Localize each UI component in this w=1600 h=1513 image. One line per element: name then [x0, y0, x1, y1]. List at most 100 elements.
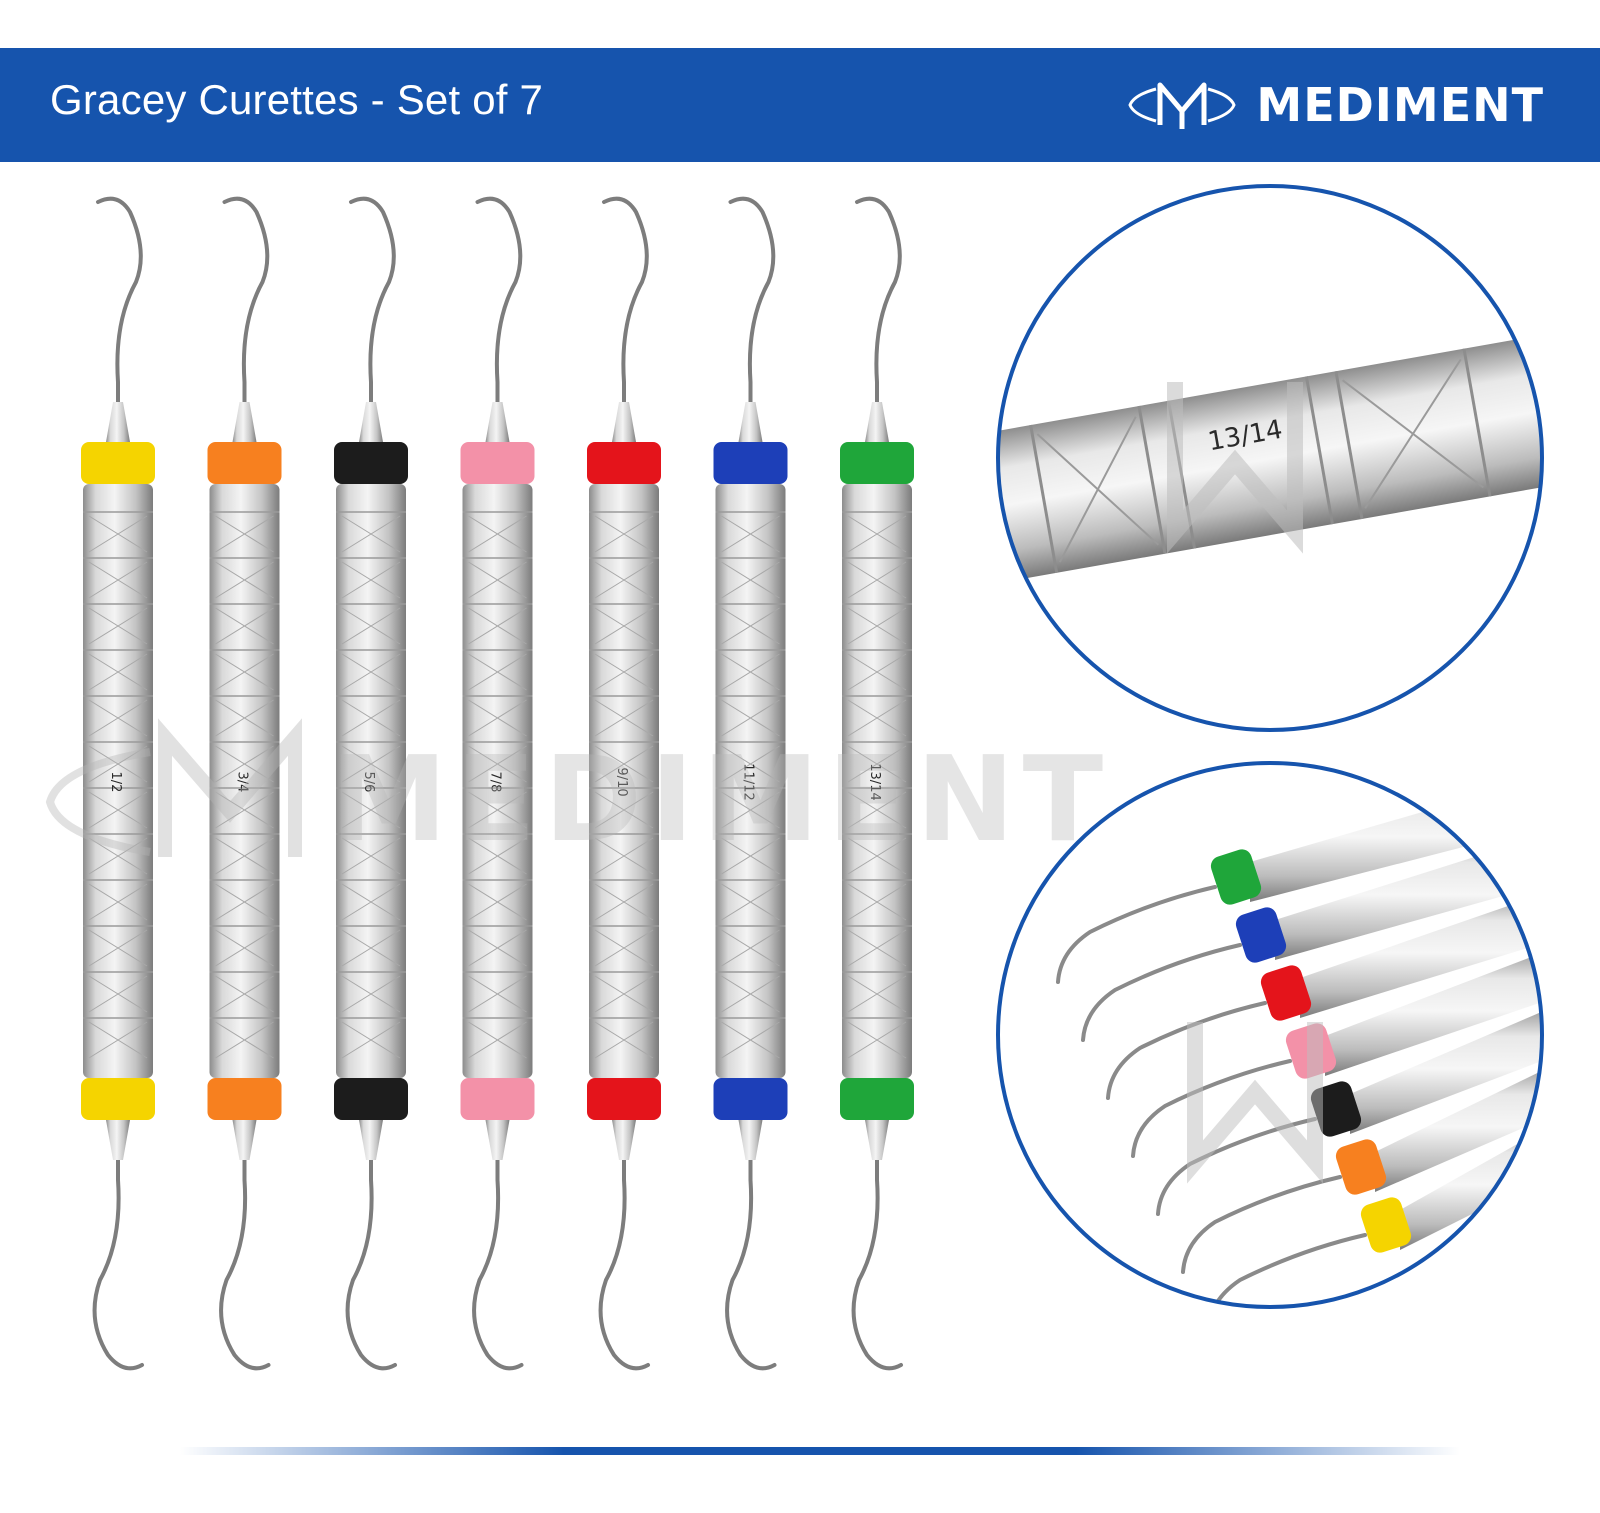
engraving: [215, 837, 274, 875]
instrument-label: 13/14: [867, 763, 882, 800]
instrument-4: 7/8: [460, 196, 535, 1371]
engraving: [88, 883, 148, 921]
engraving: [88, 607, 148, 645]
zoom-handle: [1375, 1062, 1542, 1192]
engraving: [721, 515, 780, 553]
engraving: [215, 745, 274, 783]
zoom-engraving: [1036, 416, 1160, 563]
upper-tip: [349, 196, 396, 434]
color-ring-bottom: [334, 1078, 408, 1120]
handle: [462, 484, 533, 1078]
engraving: [468, 1021, 527, 1059]
lower-tip: [345, 1128, 397, 1371]
engraving: [721, 699, 780, 737]
handle: [842, 484, 912, 1078]
engraving: [847, 1021, 907, 1059]
zoom-color-ring: [1235, 907, 1287, 963]
engraving: [468, 653, 527, 691]
handle: [209, 484, 280, 1078]
instrument-label: 11/12: [741, 763, 756, 800]
engraving: [468, 699, 527, 737]
engraving: [721, 975, 780, 1013]
engraving: [215, 975, 274, 1013]
engraving: [721, 837, 780, 875]
lower-tip: [851, 1128, 903, 1371]
instrument-3: 5/6: [334, 196, 408, 1371]
engraving: [594, 975, 654, 1013]
page-title: Gracey Curettes - Set of 7: [50, 76, 544, 123]
upper-neck: [865, 402, 889, 442]
instrument-6: 11/12: [713, 196, 788, 1371]
engraving: [468, 929, 527, 967]
lower-neck: [485, 1120, 510, 1160]
zoom-tip-curve: [1056, 885, 1217, 984]
zoom-engraving: [1334, 370, 1364, 520]
zoom-tip-curve: [1081, 943, 1242, 1042]
upper-neck: [485, 402, 510, 442]
engraving: [341, 515, 401, 553]
engraving: [88, 975, 148, 1013]
brand-logo: MEDIMENT: [1126, 74, 1544, 136]
upper-neck: [738, 402, 763, 442]
engraving: [341, 791, 401, 829]
zoom-color-ring: [1360, 1197, 1412, 1253]
zoom-tips-detail: [996, 761, 1544, 1309]
engraving: [721, 745, 780, 783]
engraving: [215, 561, 274, 599]
engraving: [215, 929, 274, 967]
engraving: [721, 561, 780, 599]
engraving: [847, 837, 907, 875]
engraving: [721, 1021, 780, 1059]
engraving: [88, 929, 148, 967]
zoom-engraving: [1029, 424, 1059, 574]
zoom-color-ring: [1310, 1081, 1362, 1137]
engraving: [215, 791, 274, 829]
engraving: [88, 837, 148, 875]
engraving: [215, 515, 274, 553]
engraving: [341, 699, 401, 737]
brand-name: MEDIMENT: [1256, 78, 1544, 132]
color-ring-bottom: [840, 1078, 914, 1120]
zoom-tip-curve: [1206, 1233, 1367, 1307]
mediment-logo-icon: [1128, 82, 1237, 129]
engraving: [468, 607, 527, 645]
engraving: [468, 515, 527, 553]
upper-neck: [612, 402, 636, 442]
engraving: [721, 653, 780, 691]
handle: [336, 484, 406, 1078]
handle: [589, 484, 659, 1078]
lower-neck: [865, 1120, 889, 1160]
instrument-1: 1/2: [81, 196, 155, 1371]
engraving: [88, 1021, 148, 1059]
engraving: [215, 883, 274, 921]
color-ring-top: [81, 442, 155, 484]
instrument-label: 1/2: [108, 772, 123, 793]
zoom-tip-curve: [1106, 1001, 1267, 1100]
engraving: [468, 837, 527, 875]
engraving: [594, 791, 654, 829]
engraving: [341, 607, 401, 645]
engraving: [594, 1021, 654, 1059]
engraving: [215, 699, 274, 737]
engraving: [721, 883, 780, 921]
upper-tip: [222, 196, 270, 434]
color-ring-top: [587, 442, 661, 484]
engraving: [468, 561, 527, 599]
watermark-text: MEDIMENT: [330, 730, 1111, 868]
lower-tip: [219, 1128, 271, 1371]
zoom-engraving: [1462, 348, 1492, 497]
engraving: [341, 929, 401, 967]
zoom-tip-3: [1106, 888, 1542, 1100]
engraving: [341, 561, 401, 599]
color-ring-top: [334, 442, 408, 484]
engraving: [215, 1021, 274, 1059]
instrument-7: 13/14: [840, 196, 914, 1371]
zoom-handle: [1350, 1004, 1542, 1134]
engraving: [341, 883, 401, 921]
zoom-color-ring: [1335, 1139, 1387, 1195]
engraving: [88, 515, 148, 553]
engraving: [215, 607, 274, 645]
zoom-color-ring: [1260, 965, 1312, 1021]
engraving: [721, 607, 780, 645]
lower-neck: [232, 1120, 257, 1160]
